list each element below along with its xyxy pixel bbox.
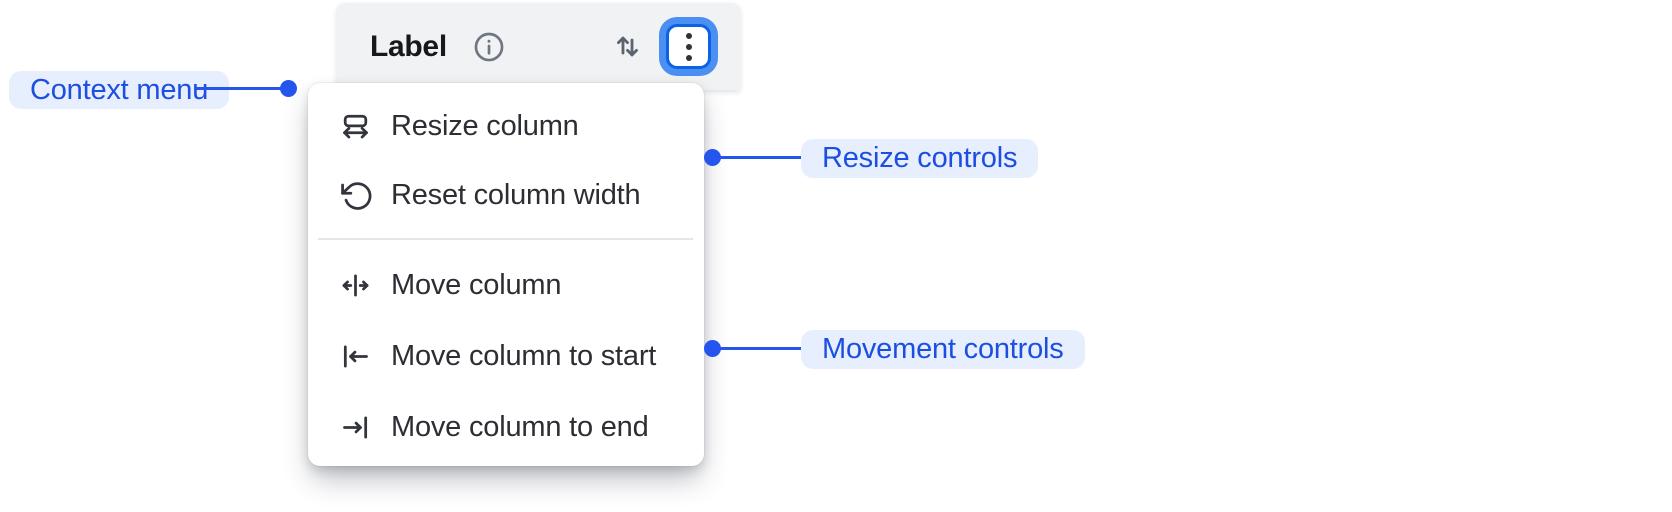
menu-item-label: Move column [391,268,562,301]
column-header-title: Label [370,29,447,63]
menu-divider [318,238,693,240]
annotation-connector-line [196,87,281,90]
arrow-to-end-icon [339,411,372,444]
menu-item-label: Move column to end [391,410,649,443]
annotation-connector-line [712,347,801,350]
annotation-movement-controls: Movement controls [801,330,1085,369]
move-horizontal-icon [339,269,372,302]
menu-item-label: Resize column [391,110,579,142]
kebab-dot [685,43,692,50]
menu-item-move-column[interactable]: Move column [308,250,704,321]
menu-item-reset-column-width[interactable]: Reset column width [308,161,704,230]
annotation-connector-line [712,156,801,159]
menu-item-label: Reset column width [391,179,641,211]
menu-item-move-column-to-start[interactable]: Move column to start [308,321,704,392]
more-options-button[interactable] [666,24,711,69]
sort-icon[interactable] [612,31,643,62]
menu-item-move-column-to-end[interactable]: Move column to end [308,392,704,463]
annotation-resize-controls: Resize controls [801,139,1039,178]
column-header: Label [337,3,740,90]
info-icon[interactable] [472,30,506,64]
column-context-menu: Resize column Reset column width [308,83,704,466]
menu-item-resize-column[interactable]: Resize column [308,92,704,161]
annotation-dot [280,80,297,97]
kebab-dot [685,32,692,39]
resize-horizontal-icon [339,110,372,143]
kebab-dot [685,54,692,61]
annotation-context-menu: Context menu [9,71,230,109]
arrow-to-start-icon [339,340,372,373]
menu-item-label: Move column to start [391,339,657,372]
undo-icon [339,179,372,212]
